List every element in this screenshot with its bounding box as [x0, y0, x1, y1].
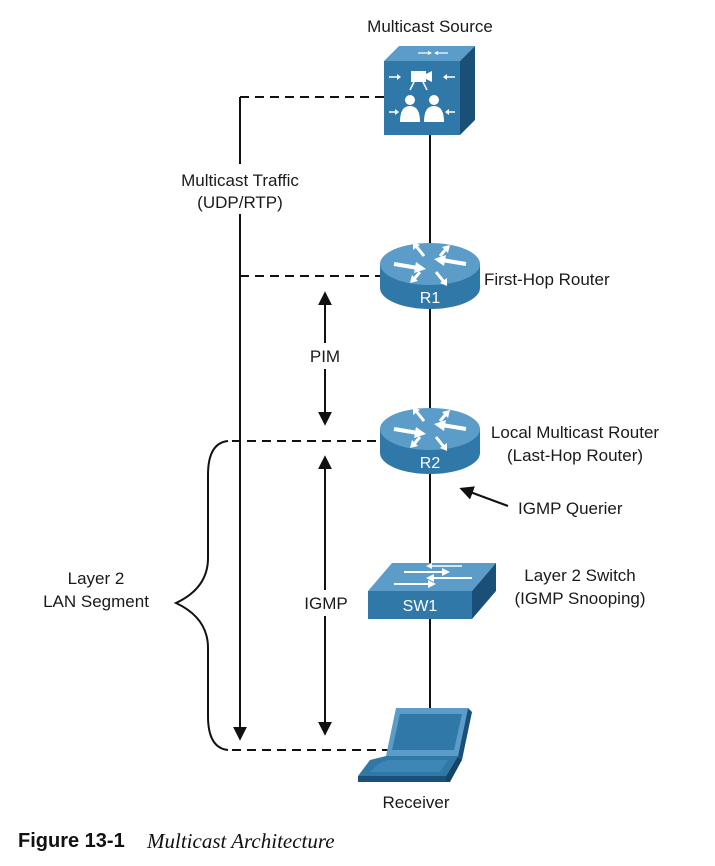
- segment-label-line2: LAN Segment: [43, 592, 149, 611]
- router-r1-id: R1: [420, 290, 441, 307]
- switch-sw1-id: SW1: [403, 598, 438, 615]
- segment-brace: [173, 440, 229, 751]
- router-r2-icon: [380, 407, 480, 474]
- router-r1-icon: [380, 242, 480, 309]
- caption-number: Figure 13-1: [18, 830, 125, 852]
- source-label: Multicast Source: [367, 17, 493, 36]
- switch-sw1-label-line2: (IGMP Snooping): [514, 589, 645, 608]
- router-r2-label-line2: (Last-Hop Router): [507, 446, 643, 465]
- querier-label: IGMP Querier: [518, 499, 623, 518]
- caption-title: Multicast Architecture: [146, 829, 335, 853]
- receiver-label: Receiver: [382, 793, 449, 812]
- igmp-label: IGMP: [304, 594, 347, 613]
- pim-label: PIM: [310, 347, 340, 366]
- querier-arrow: [459, 486, 509, 507]
- traffic-label-line1: Multicast Traffic: [181, 171, 299, 190]
- router-r2-id: R2: [420, 455, 441, 472]
- segment-label-line1: Layer 2: [68, 569, 125, 588]
- router-r1-label: First-Hop Router: [484, 270, 610, 289]
- switch-sw1-icon: [368, 563, 496, 619]
- switch-sw1-label-line1: Layer 2 Switch: [524, 566, 636, 585]
- receiver-laptop-icon: [358, 708, 472, 782]
- traffic-label-line2: (UDP/RTP): [197, 193, 283, 212]
- multicast-source-icon: [384, 46, 475, 135]
- router-r2-label-line1: Local Multicast Router: [491, 423, 660, 442]
